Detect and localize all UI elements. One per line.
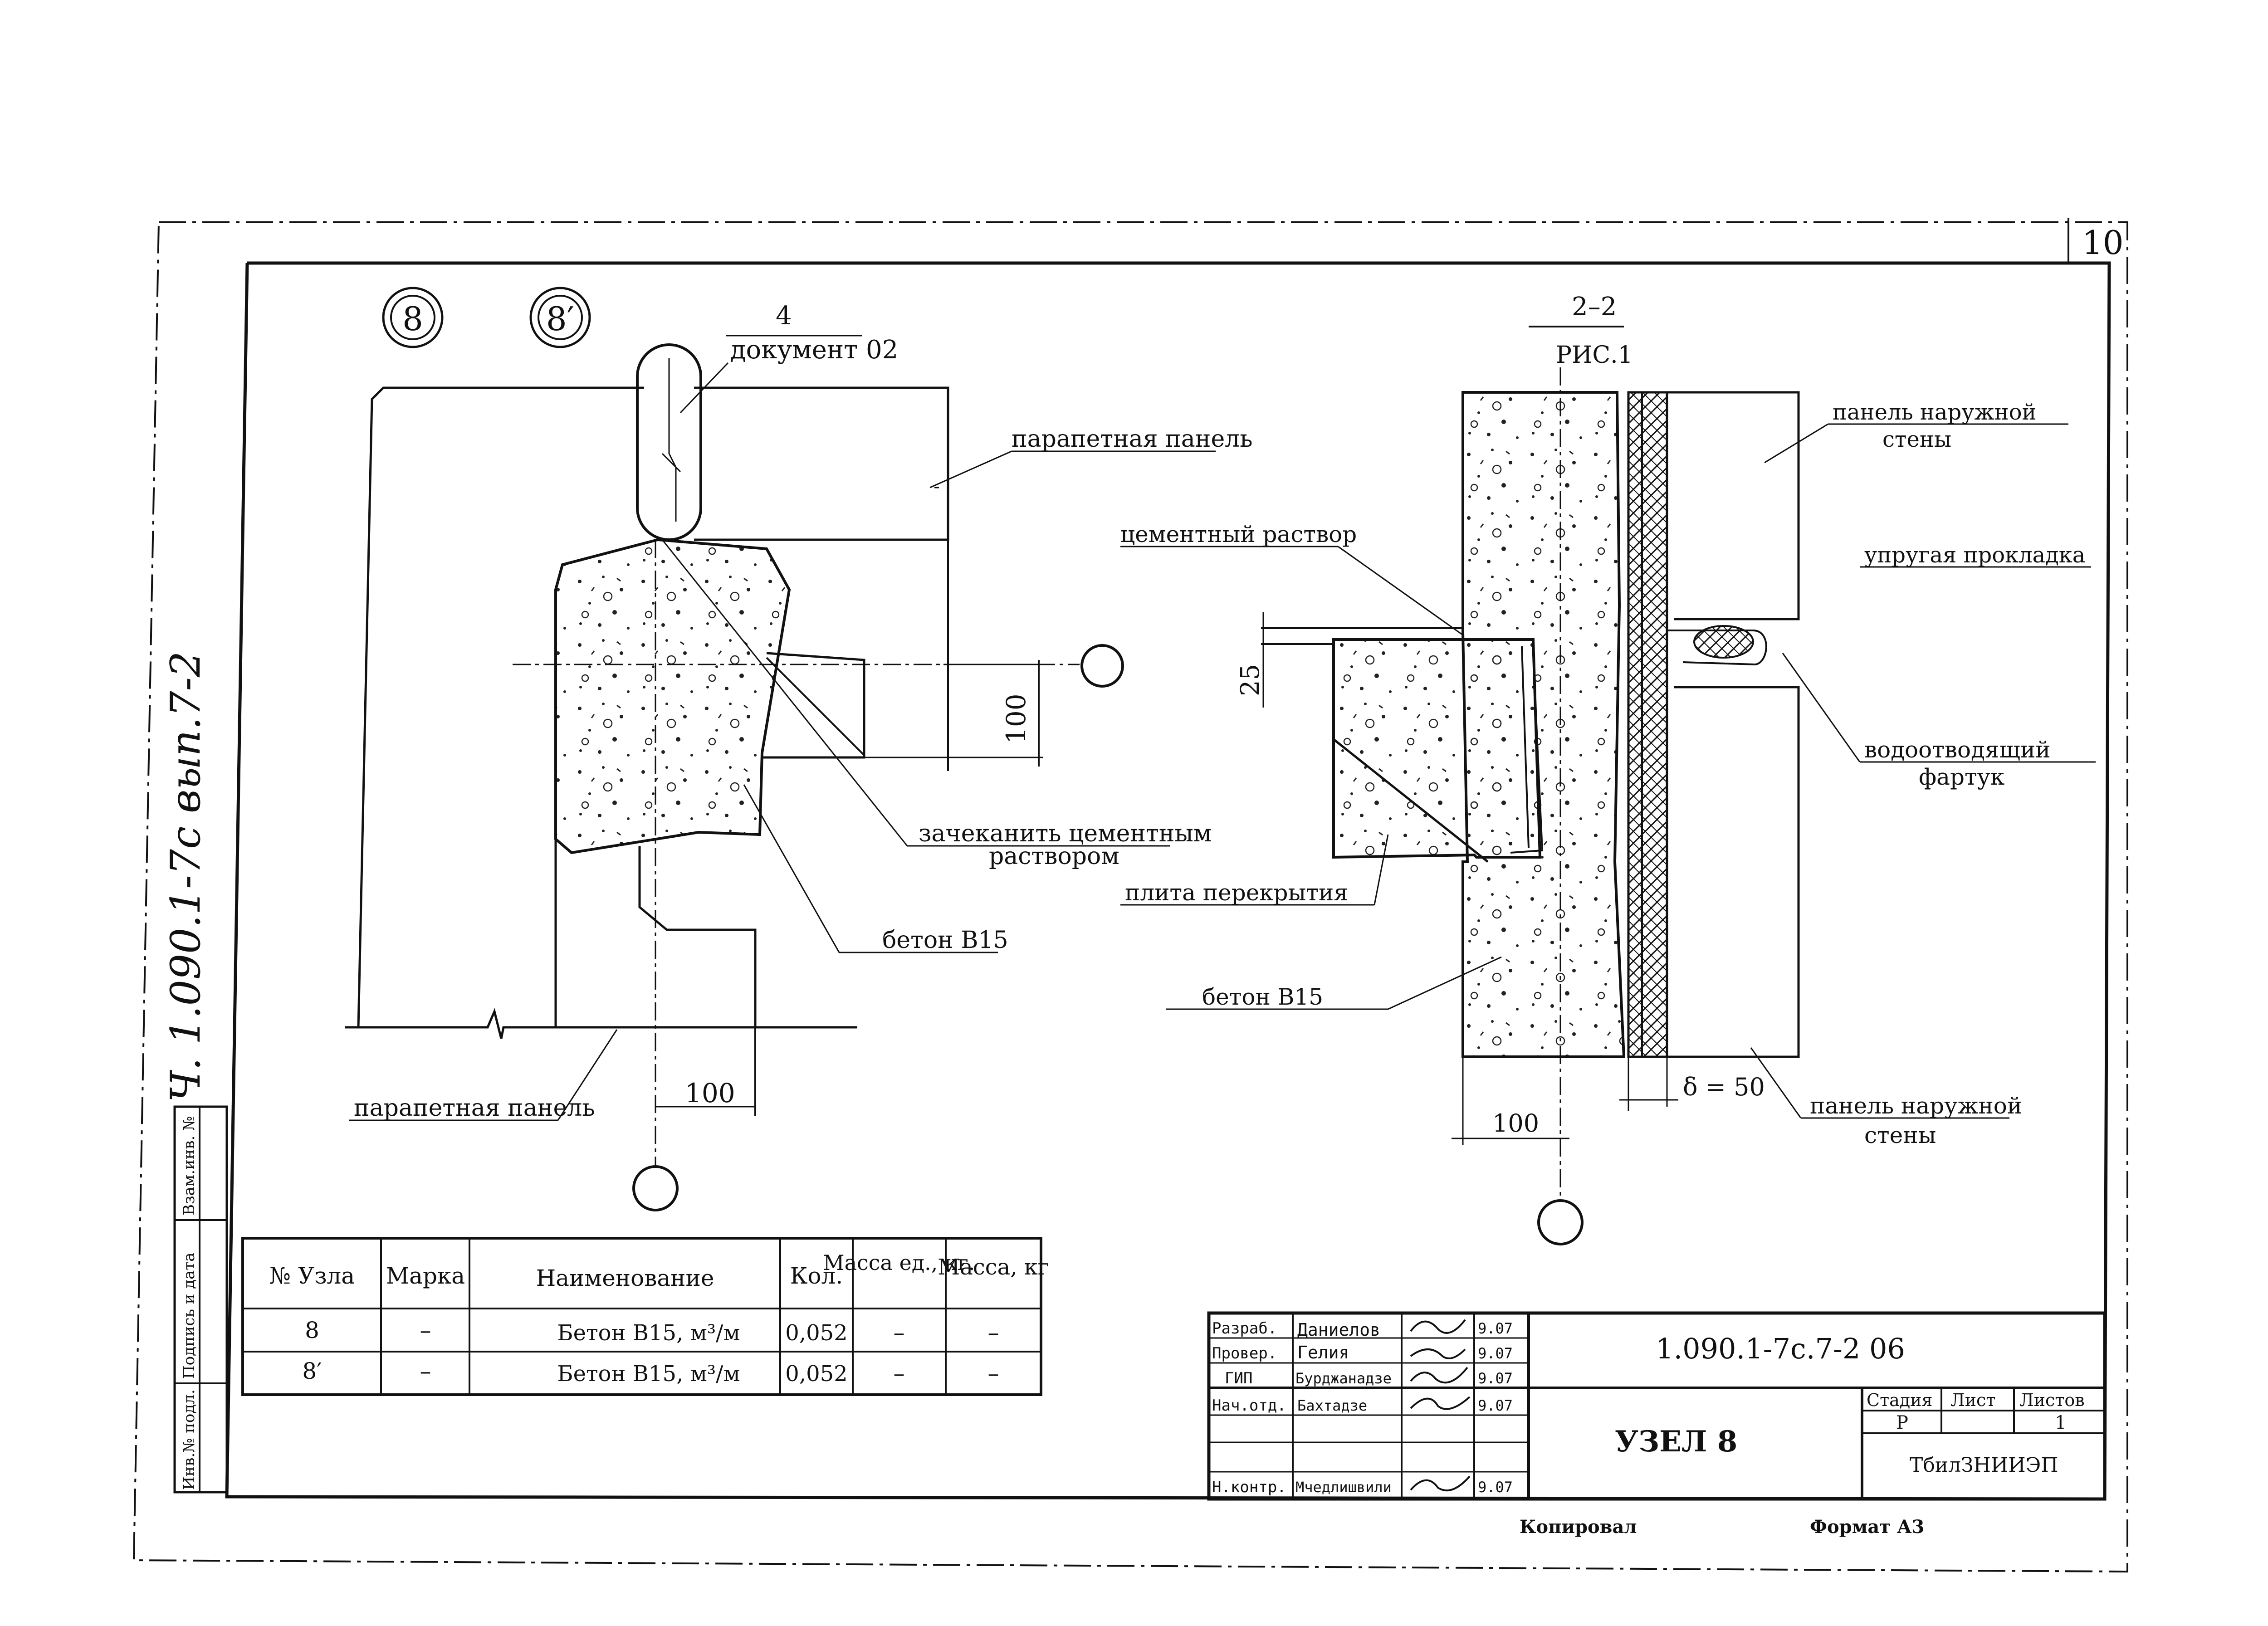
svg-text:0,052: 0,052 <box>785 1320 847 1346</box>
svg-text:раствором: раствором <box>989 843 1119 870</box>
svg-text:водоотводящий: водоотводящий <box>1864 737 2051 763</box>
table-header: Марка <box>386 1263 465 1289</box>
signature-mark <box>1410 1319 1466 1334</box>
svg-text:4: 4 <box>776 301 792 331</box>
concrete-fill-left <box>554 538 791 855</box>
svg-text:Провер.: Провер. <box>1212 1344 1277 1362</box>
svg-text:РИС.1: РИС.1 <box>1556 342 1633 369</box>
table-header: № Узла <box>269 1263 355 1289</box>
svg-text:Бетон В15, м³/м: Бетон В15, м³/м <box>557 1320 740 1346</box>
svg-text:Листов: Листов <box>2019 1390 2085 1410</box>
slab-right <box>1332 638 1542 859</box>
svg-text:Разраб.: Разраб. <box>1212 1319 1277 1338</box>
svg-text:Даниелов: Даниелов <box>1297 1320 1380 1340</box>
svg-text:9.07: 9.07 <box>1478 1345 1513 1362</box>
signature-mark <box>1410 1367 1468 1384</box>
svg-text:бетон В15: бетон В15 <box>882 927 1008 954</box>
svg-text:Бахтадзе: Бахтадзе <box>1297 1397 1367 1414</box>
elastic-gasket <box>1693 625 1754 659</box>
right-detail: 25 2–2 РИС.1 δ = 50 100 панель наружной … <box>1120 292 2096 1245</box>
svg-text:8′: 8′ <box>546 300 574 338</box>
svg-text:9.07: 9.07 <box>1478 1370 1513 1387</box>
svg-text:Гелия: Гелия <box>1297 1343 1349 1362</box>
svg-text:плита перекрытия: плита перекрытия <box>1125 879 1348 906</box>
svg-text:–: – <box>420 1358 431 1384</box>
signature-mark <box>1410 1396 1471 1410</box>
svg-text:стены: стены <box>1864 1122 1936 1148</box>
svg-text:9.07: 9.07 <box>1478 1320 1513 1337</box>
table-row: 8′ – Бетон В15, м³/м 0,052 – – <box>302 1358 999 1387</box>
svg-text:9.07: 9.07 <box>1478 1397 1513 1414</box>
svg-text:стены: стены <box>1882 427 1951 452</box>
svg-text:панель наружной: панель наружной <box>1833 400 2037 425</box>
svg-text:документ 02: документ 02 <box>730 335 898 365</box>
outer-frame <box>132 221 2128 1573</box>
svg-text:2–2: 2–2 <box>1572 292 1617 322</box>
side-stamp: Взам.инв. № Подпись и дата Инв.№ подл. <box>173 1105 228 1494</box>
svg-text:Инв.№ подл.: Инв.№ подл. <box>180 1389 198 1490</box>
table-row: 8 – Бетон В15, м³/м 0,052 – – <box>305 1317 999 1346</box>
svg-text:Р: Р <box>1896 1412 1908 1433</box>
svg-text:9.07: 9.07 <box>1478 1479 1513 1496</box>
detail-marker-8: 8 <box>382 287 444 348</box>
left-detail: 100 100 4 документ 02 парапетная панель … <box>345 301 1253 1211</box>
svg-text:бетон В15: бетон В15 <box>1202 984 1323 1010</box>
axis-circle-right-bottom <box>1537 1199 1584 1245</box>
svg-text:100: 100 <box>685 1078 735 1108</box>
table-header: Наименование <box>536 1265 714 1291</box>
signature-mark <box>1410 1348 1466 1359</box>
table-header: Масса ед., кг. <box>823 1250 975 1275</box>
svg-text:8′: 8′ <box>302 1358 322 1384</box>
detail-marker-8-prime: 8′ <box>529 287 591 348</box>
table-header: Кол. <box>790 1263 843 1289</box>
svg-text:парапетная панель: парапетная панель <box>354 1094 595 1122</box>
insulation-strip <box>1627 391 1668 1058</box>
sealant-capsule <box>636 343 702 541</box>
svg-text:зачеканить цементным: зачеканить цементным <box>919 820 1212 847</box>
svg-text:Н.контр.: Н.контр. <box>1212 1478 1286 1496</box>
svg-text:Подпись и дата: Подпись и дата <box>180 1253 198 1379</box>
svg-text:8: 8 <box>402 300 423 338</box>
table-header: Масса, кг <box>938 1255 1049 1280</box>
organization: ТбилЗНИИЭП <box>1910 1454 2058 1477</box>
signature-mark <box>1410 1475 1471 1492</box>
drawing-title: УЗЕЛ 8 <box>1615 1425 1737 1459</box>
doc-code: 1.090.1-7с.7-2 06 <box>1656 1332 1905 1365</box>
svg-text:Мчедлишвили: Мчедлишвили <box>1295 1479 1392 1496</box>
svg-text:8: 8 <box>305 1317 319 1343</box>
axis-circle-bottom <box>632 1165 679 1211</box>
svg-text:упругая прокладка: упругая прокладка <box>1864 542 2085 568</box>
svg-text:панель наружной: панель наружной <box>1810 1093 2022 1119</box>
svg-text:25: 25 <box>1236 664 1265 696</box>
spec-table: № Узла Марка Наименование Кол. Масса ед.… <box>241 1237 1049 1396</box>
svg-text:100: 100 <box>1001 693 1031 744</box>
svg-text:0,052: 0,052 <box>785 1361 847 1387</box>
svg-text:ГИП: ГИП <box>1225 1369 1252 1387</box>
svg-text:Бурджанадзе: Бурджанадзе <box>1295 1370 1392 1387</box>
svg-text:парапетная панель: парапетная панель <box>1012 425 1253 453</box>
svg-text:Лист: Лист <box>1950 1390 1995 1410</box>
svg-text:фартук: фартук <box>1919 764 2004 790</box>
axis-circle-right <box>1080 644 1124 688</box>
title-block: Разраб. Провер. ГИП Нач.отд. Н.контр. Да… <box>1207 1311 2107 1501</box>
svg-text:100: 100 <box>1492 1109 1539 1138</box>
svg-text:Бетон В15, м³/м: Бетон В15, м³/м <box>557 1361 740 1387</box>
page-number: 10 <box>2082 224 2124 262</box>
svg-text:цементный раствор: цементный раствор <box>1120 521 1357 547</box>
svg-text:Стадия: Стадия <box>1867 1390 1932 1410</box>
svg-text:–: – <box>420 1317 431 1343</box>
svg-text:–: – <box>988 1360 999 1387</box>
svg-text:–: – <box>894 1360 905 1387</box>
footer-format: Формат А3 <box>1810 1516 1924 1538</box>
svg-text:1: 1 <box>2055 1412 2066 1433</box>
svg-text:–: – <box>894 1319 905 1346</box>
svg-text:δ = 50: δ = 50 <box>1683 1073 1765 1101</box>
svg-text:–: – <box>988 1319 999 1346</box>
svg-text:Нач.отд.: Нач.отд. <box>1212 1397 1286 1415</box>
svg-text:Взам.инв. №: Взам.инв. № <box>180 1116 198 1216</box>
side-note: Ч. 1.090.1-7с вып.7-2 <box>162 651 210 1102</box>
footer-copied: Копировал <box>1520 1516 1637 1538</box>
